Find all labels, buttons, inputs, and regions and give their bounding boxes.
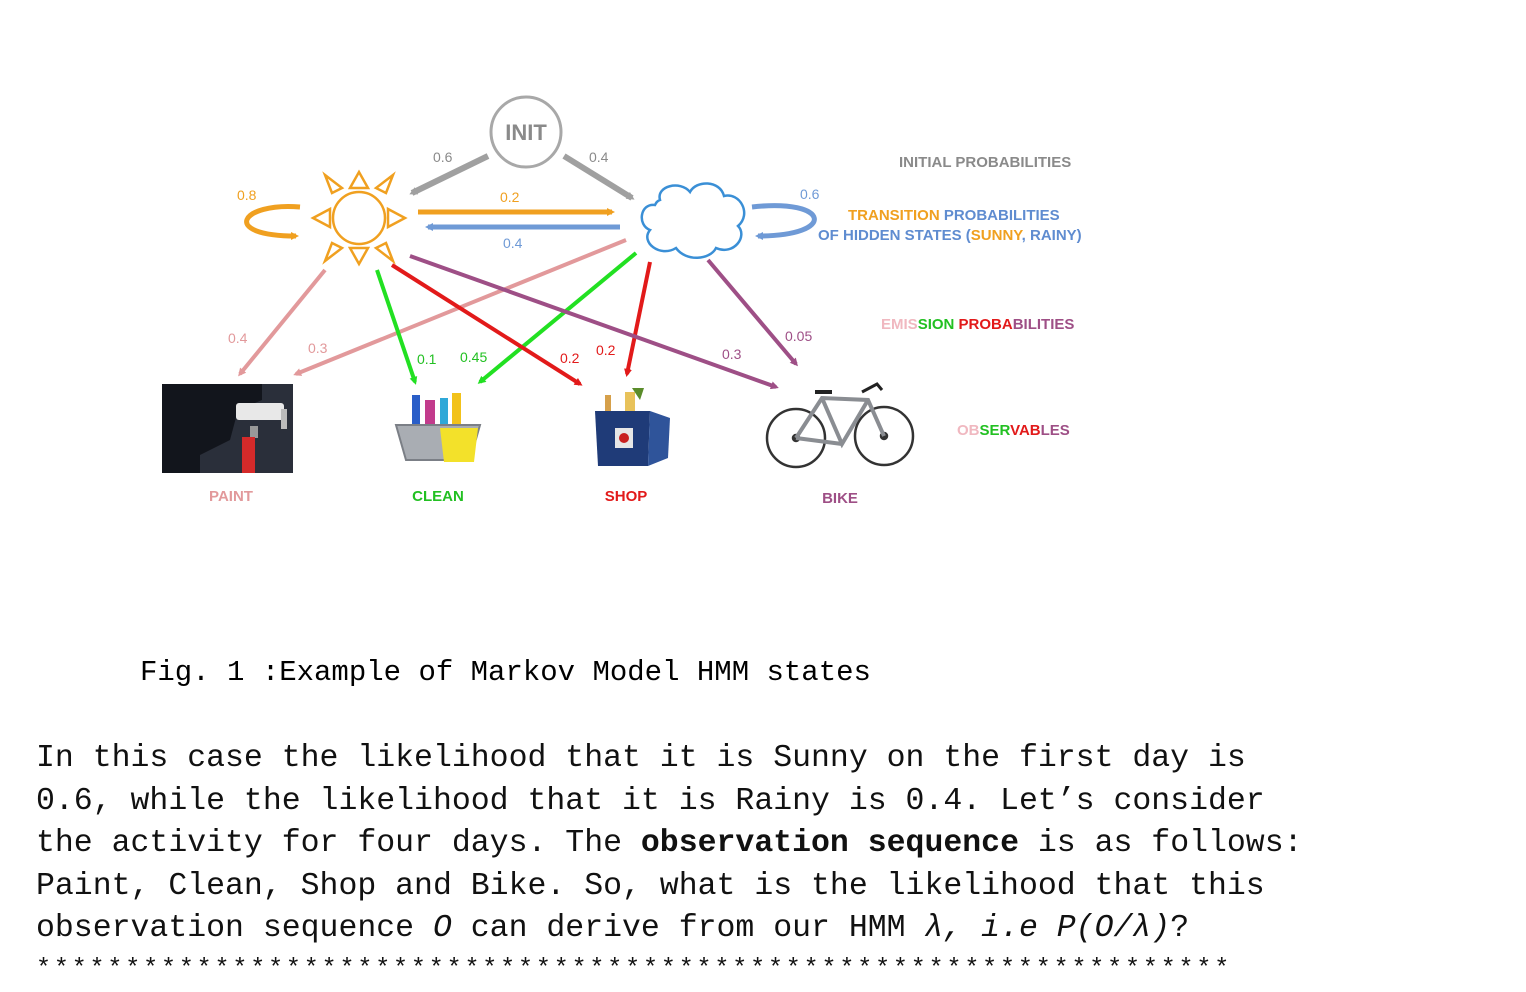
arrow-sunny-bike xyxy=(409,254,779,390)
sun-icon xyxy=(310,169,408,267)
edge-label-rainy-bike: 0.05 xyxy=(785,328,812,344)
edge-label-sunny-shop: 0.2 xyxy=(560,350,580,366)
edge-label-sunny-clean: 0.1 xyxy=(417,351,437,367)
edge-label-sunny-bike: 0.3 xyxy=(722,346,742,362)
edge-label-rainy-paint: 0.3 xyxy=(308,340,328,356)
edge-label-rainy-clean: 0.45 xyxy=(460,349,487,365)
bold-term: observation sequence xyxy=(640,826,1019,861)
arrow-rainy-shop xyxy=(624,261,652,377)
legend-transition-line2: OF HIDDEN STATES (SUNNY, RAINY) xyxy=(818,227,1082,244)
edge-label-sunny-self: 0.8 xyxy=(237,187,257,203)
arrow-init-sunny xyxy=(409,153,490,196)
observable-label-paint: PAINT xyxy=(209,488,253,505)
edge-label-rainy-shop: 0.2 xyxy=(596,342,616,358)
paragraph-line-2: 0.6, while the likelihood that it is Rai… xyxy=(36,783,1265,819)
legend-emission: EMISSION PROBABILITIES xyxy=(881,316,1074,333)
edge-label-rainy-self: 0.6 xyxy=(800,186,820,202)
hmm-diagram: INIT 0.6 0.4 0.8 0.6 0.2 0.4 0.4 0.3 0.1… xyxy=(162,95,1082,507)
loop-rainy xyxy=(751,203,817,240)
paint-roller-icon xyxy=(162,384,293,473)
shopping-bag-icon xyxy=(595,388,670,466)
arrow-rainy-clean xyxy=(477,251,638,384)
bicycle-icon xyxy=(765,382,915,469)
cloud-icon xyxy=(640,182,746,259)
observable-label-shop: SHOP xyxy=(605,488,648,505)
init-label: INIT xyxy=(505,120,547,145)
arrow-sunny-clean xyxy=(375,269,418,385)
edge-label-sunny-rainy: 0.2 xyxy=(500,189,520,205)
paragraph-line-4: Paint, Clean, Shop and Bike. So, what is… xyxy=(36,868,1265,904)
loop-sunny xyxy=(244,204,301,240)
paragraph-line-1: In this case the likelihood that it is S… xyxy=(36,741,1246,776)
legend-transition-line1: TRANSITION PROBABILITIES xyxy=(848,207,1060,224)
separator-stars: ****************************************… xyxy=(36,954,1233,983)
paragraph-line-3: the activity for four days. The observat… xyxy=(36,826,1303,861)
init-node xyxy=(489,95,563,169)
arrow-sunny-shop xyxy=(390,263,583,386)
edge-label-init-rainy: 0.4 xyxy=(589,149,609,165)
arrow-sunny-paint xyxy=(238,268,327,377)
cleaning-basket-icon xyxy=(394,393,482,462)
math-expression: λ, i.e P(O/λ) xyxy=(924,911,1171,946)
edge-label-init-sunny: 0.6 xyxy=(433,149,453,165)
figure-caption: Fig. 1 :Example of Markov Model HMM stat… xyxy=(140,656,871,689)
legend-initial: INITIAL PROBABILITIES xyxy=(899,154,1071,171)
math-o: O xyxy=(432,911,452,946)
observable-label-bike: BIKE xyxy=(822,490,858,507)
body-paragraph: In this case the likelihood that it is S… xyxy=(36,738,1516,951)
arrow-init-rainy xyxy=(562,153,635,201)
paragraph-line-5: observation sequence O can derive from o… xyxy=(36,911,1190,946)
legend-observables: OBSERVABLES xyxy=(957,422,1070,439)
observable-label-clean: CLEAN xyxy=(412,488,464,505)
edge-label-rainy-sunny: 0.4 xyxy=(503,235,523,251)
arrow-rainy-bike xyxy=(706,258,798,367)
edge-label-sunny-paint: 0.4 xyxy=(228,330,248,346)
